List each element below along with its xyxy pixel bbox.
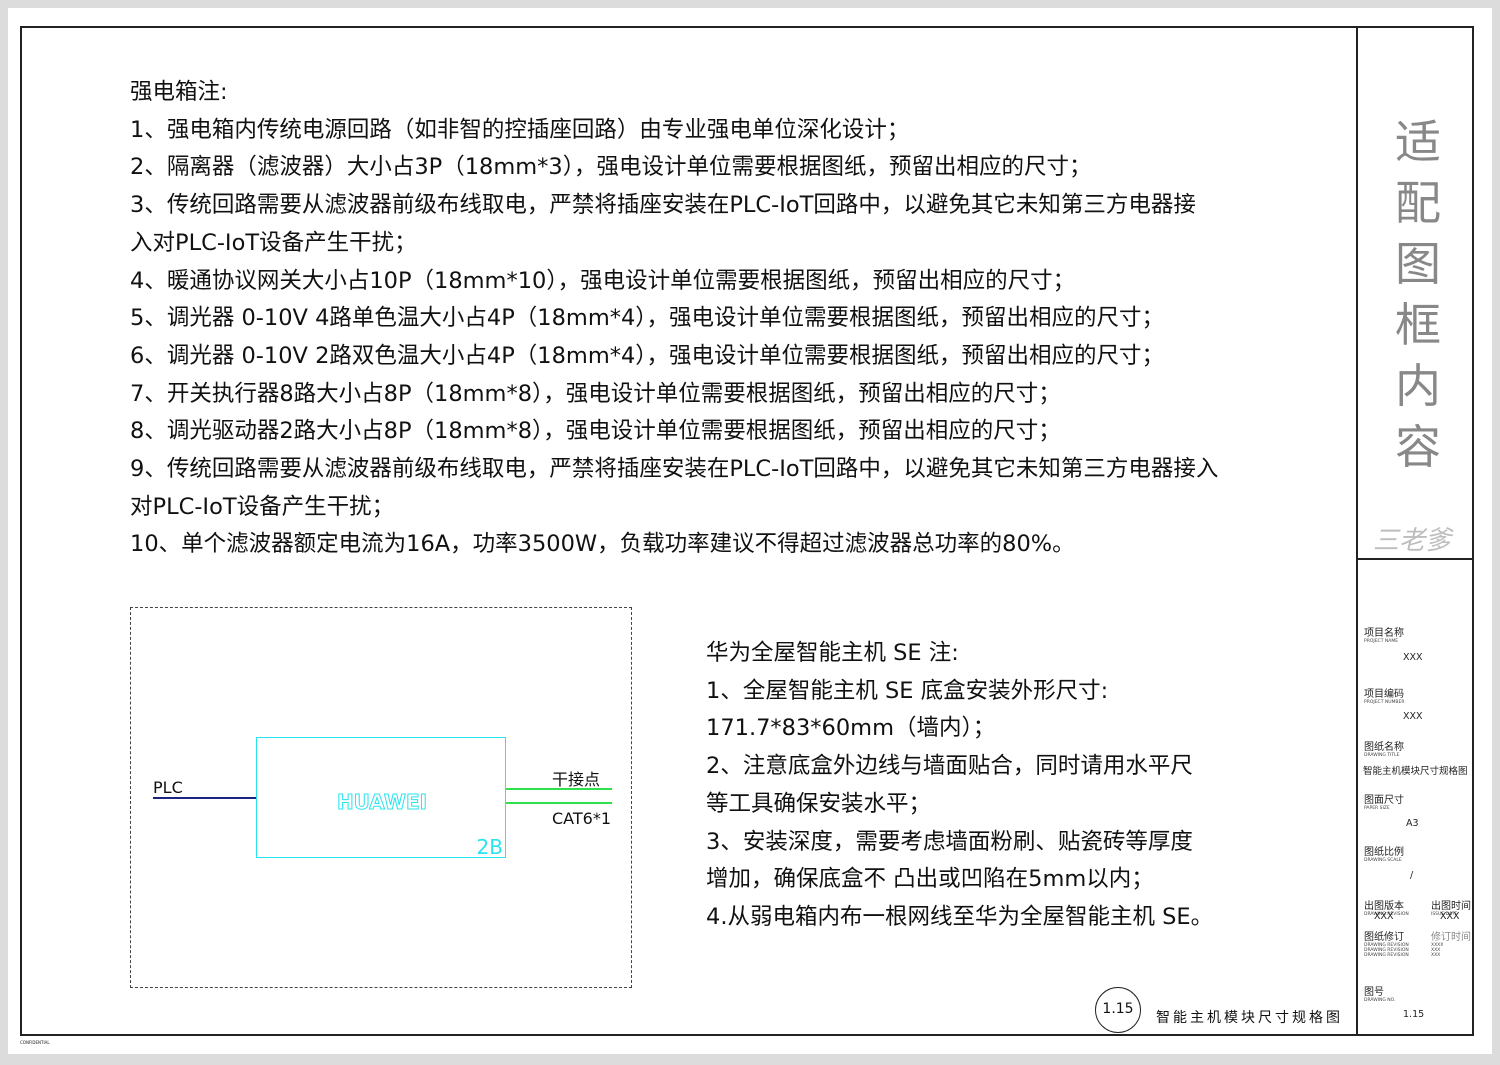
se-host-notes: 华为全屋智能主机 SE 注: 1、全屋智能主机 SE 底盒安装外形尺寸: 171… [706, 635, 1213, 937]
project-name-value: XXX [1403, 652, 1423, 663]
note-line: 入对PLC-IoT设备产生干扰； [130, 229, 417, 256]
se-note-line: 1、全屋智能主机 SE 底盒安装外形尺寸: [706, 677, 1109, 704]
wiring-diagram-border [130, 607, 632, 988]
note-line: 8、调光驱动器2路大小占8P（18mm*8），强电设计单位需要根据图纸，预留出相… [130, 418, 1061, 445]
note-line: 3、传统回路需要从滤波器前级布线取电，严禁将插座安装在PLC-IoT回路中，以避… [130, 192, 1196, 219]
drawing-title-value: 智能主机模块尺寸规格图 [1363, 766, 1468, 777]
note-line: 9、传统回路需要从滤波器前级布线取电，严禁将插座安装在PLC-IoT回路中，以避… [130, 456, 1219, 483]
frame-title: 适 配 图 框 内 容 [1390, 112, 1446, 478]
cat6-label: CAT6*1 [552, 809, 612, 828]
project-number-value: XXX [1403, 711, 1423, 722]
note-line: 7、开关执行器8路大小占8P（18mm*8），强电设计单位需要根据图纸，预留出相… [130, 380, 1061, 407]
dry-contact-label: 干接点 [552, 770, 601, 789]
drawing-no-value: 1.15 [1403, 1009, 1425, 1020]
frame-title-char: 容 [1395, 420, 1441, 474]
title-block-separator [1358, 558, 1474, 560]
note-line: 1、强电箱内传统电源回路（如非智的控插座回路）由专业强电单位深化设计； [130, 116, 910, 143]
note-line: 4、暖通协议网关大小占10P（18mm*10），强电设计单位需要根据图纸，预留出… [130, 267, 1076, 294]
note-line: 对PLC-IoT设备产生干扰； [130, 493, 395, 520]
dry-contact-wire [506, 788, 612, 790]
smart-host-device: HUAWEI 2B [256, 737, 506, 859]
se-note-line: 增加，确保底盒不 凸出或凹陷在5mm以内； [706, 866, 1154, 893]
se-note-line: 3、安装深度，需要考虑墙面粉刷、贴瓷砖等厚度 [706, 828, 1193, 855]
cat6-wire [506, 802, 612, 804]
drawing-title-footer: 智能主机模块尺寸规格图 [1156, 1010, 1343, 1026]
note-line: 10、单个滤波器额定电流为16A，功率3500W，负载功率建议不得超过滤波器总功… [130, 531, 1075, 558]
drawing-sheet [8, 8, 1492, 1054]
signature: 三老爹 [1373, 526, 1452, 556]
title-block-divider [1356, 26, 1358, 1036]
scale-value: / [1410, 870, 1414, 881]
power-box-notes: 强电箱注: 1、强电箱内传统电源回路（如非智的控插座回路）由专业强电单位深化设计… [130, 74, 1310, 564]
issue-date-value: XXX [1440, 911, 1460, 922]
device-tag: 2B [476, 835, 503, 859]
confidential-mark: CONFIDENTIAL [20, 1040, 50, 1045]
drawing-number-circle: 1.15 [1095, 987, 1141, 1033]
se-notes-title: 华为全屋智能主机 SE 注: [706, 640, 959, 666]
se-note-line: 等工具确保安装水平； [706, 790, 932, 817]
power-box-notes-title: 强电箱注: [130, 79, 228, 105]
note-line: 2、隔离器（滤波器）大小占3P（18mm*3），强电设计单位需要根据图纸，预留出… [130, 154, 1092, 181]
revision-value: XXX [1374, 911, 1394, 922]
frame-title-char: 内 [1395, 359, 1441, 413]
note-line: 5、调光器 0-10V 4路单色温大小占4P（18mm*4），强电设计单位需要根… [130, 305, 1165, 332]
rev-time-label: 修订时间 XXXX XXX XXX [1431, 932, 1471, 958]
se-note-line: 4.从弱电箱内布一根网线至华为全屋智能主机 SE。 [706, 903, 1214, 930]
frame-title-char: 配 [1395, 176, 1441, 230]
plc-label: PLC [153, 778, 183, 797]
se-note-line: 2、注意底盒外边线与墙面贴合，同时请用水平尺 [706, 753, 1193, 780]
note-line: 6、调光器 0-10V 2路双色温大小占4P（18mm*4），强电设计单位需要根… [130, 342, 1165, 369]
frame-title-char: 适 [1395, 115, 1441, 169]
se-note-line: 171.7*83*60mm（墙内）； [706, 715, 996, 742]
plc-wire [153, 797, 257, 799]
huawei-logo: HUAWEI [336, 790, 428, 815]
paper-size-value: A3 [1406, 818, 1419, 829]
frame-title-char: 图 [1395, 237, 1441, 291]
frame-title-char: 框 [1395, 298, 1441, 352]
drawing-frame [20, 26, 1474, 1036]
